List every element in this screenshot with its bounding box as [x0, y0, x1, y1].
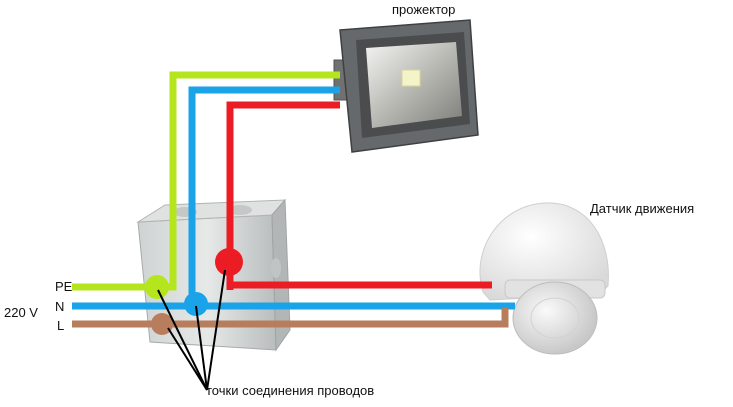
l-connection-dot: [151, 313, 173, 335]
pe-connection-dot: [145, 275, 169, 299]
floodlight: [333, 19, 479, 153]
n-label: N: [55, 299, 65, 314]
sensor-lens: [512, 281, 598, 355]
pe-label: PE: [55, 279, 73, 294]
led-chip: [401, 69, 421, 87]
phase-wire: [226, 101, 492, 290]
projector-label: прожектор: [392, 2, 456, 17]
pointer-lines: [157, 269, 226, 391]
connection-points-label: точки соединения проводов: [206, 383, 375, 398]
pe-wire: [72, 71, 340, 291]
motion-sensor-label: Датчик движения: [590, 201, 695, 216]
n-connection-dot: [184, 292, 208, 316]
l-label: L: [57, 318, 65, 333]
phase-connection-dot: [215, 248, 243, 276]
motion-sensor: [479, 202, 609, 355]
n-wire: [72, 86, 515, 310]
voltage-label: 220 V: [4, 305, 38, 320]
